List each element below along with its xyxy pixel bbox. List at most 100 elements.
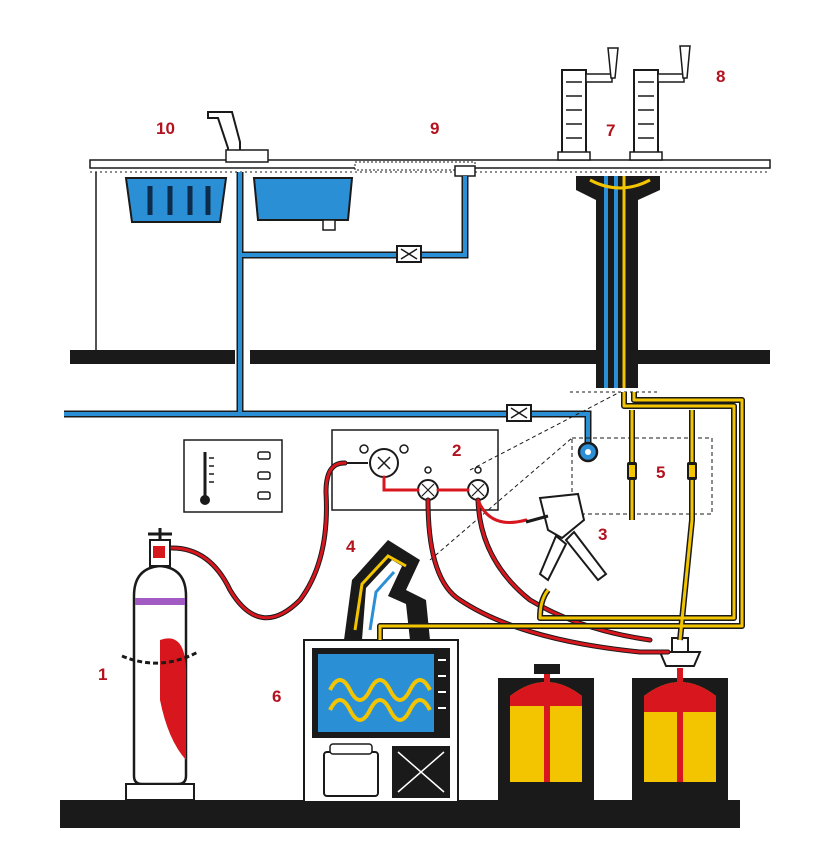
coupler-body — [538, 492, 586, 540]
co2-keg-line2 — [476, 498, 652, 642]
coupling-center — [585, 449, 591, 455]
keg-neck — [534, 664, 560, 674]
co2-cylinder — [121, 528, 199, 801]
water-pipe — [64, 172, 590, 446]
cylinder-band — [135, 598, 185, 605]
beer-tower-right — [629, 45, 691, 161]
cooler-box — [571, 437, 713, 515]
cooler-unit — [303, 639, 459, 803]
cylinder-chain — [121, 650, 199, 665]
label-10: 10 — [156, 119, 175, 138]
cooling-coil-lower — [328, 698, 432, 722]
regulator-panel — [331, 429, 499, 511]
python-column — [570, 176, 660, 393]
regulator-marks — [421, 483, 485, 497]
co2-coupler-line — [476, 498, 528, 524]
thermometer-ticks — [209, 457, 214, 483]
tower-rings — [566, 81, 582, 139]
shelf-right — [250, 350, 770, 364]
keg-spear — [544, 670, 550, 782]
label-8: 8 — [716, 67, 725, 86]
coupler-lever — [564, 530, 608, 582]
beer-loop-inner — [538, 392, 736, 620]
fan-cross-icon — [397, 751, 445, 793]
tap-handle — [679, 45, 691, 79]
tap-spout — [657, 73, 685, 83]
cylinder-handwheel — [148, 528, 172, 540]
drip-tray-outlet — [454, 165, 476, 177]
manifold-body — [344, 540, 430, 640]
label-6: 6 — [272, 687, 281, 706]
water-lines-fill — [64, 172, 590, 446]
cooler-vent-marks — [438, 659, 446, 709]
faucet-base — [225, 149, 269, 163]
tower-base — [629, 151, 663, 161]
tap-handle — [607, 47, 619, 79]
valve-cross-icon — [510, 407, 528, 419]
keg-right — [632, 637, 728, 802]
compressor — [323, 751, 379, 797]
beer-line-fittings — [627, 462, 697, 480]
cooling-coil-upper — [328, 678, 432, 702]
cylinder-highlight — [160, 638, 187, 760]
gauge-needle-icon — [377, 456, 391, 470]
beer-loop-outer — [378, 392, 744, 640]
shelf-left — [70, 350, 235, 364]
thermostat-panel — [183, 439, 283, 513]
leader-lines — [429, 391, 621, 561]
python-top-loop — [589, 178, 651, 190]
beer-tower-left — [557, 47, 619, 161]
coupler-gas-inlet — [525, 514, 549, 524]
manifold-water-line — [368, 570, 396, 631]
cylinder-valve-red — [153, 546, 165, 558]
label-9: 9 — [430, 119, 439, 138]
panel-indicator — [257, 451, 271, 460]
coupler-handle — [538, 534, 568, 582]
floor — [60, 800, 740, 828]
co2-main-line — [170, 461, 347, 620]
cylinder-foot — [125, 783, 195, 801]
label-4: 4 — [346, 537, 356, 556]
keg-left — [498, 664, 594, 802]
cooler-water-bath — [318, 654, 434, 732]
thermometer-bulb — [200, 495, 210, 505]
water-valves — [396, 245, 599, 463]
co2-lines — [170, 461, 670, 654]
label-2: 2 — [452, 441, 461, 460]
co2-keg-line — [426, 498, 670, 654]
cooler-manifold — [344, 540, 430, 640]
python-water-lines — [604, 176, 618, 388]
sink-basin-right — [252, 177, 354, 221]
label-3: 3 — [598, 525, 607, 544]
sink-drain — [322, 219, 336, 231]
panel-indicator — [257, 471, 271, 480]
gauge-knob — [399, 444, 409, 454]
sink-basins — [124, 111, 476, 231]
glass-rinser-brushes — [147, 186, 211, 215]
callout-labels: 1 2 3 4 5 6 7 8 9 10 — [98, 67, 725, 706]
valve-cross-icon — [400, 248, 418, 260]
label-5: 5 — [656, 463, 665, 482]
counter-structure — [60, 159, 771, 828]
co2-distribution-line — [382, 475, 420, 492]
tap-spout — [585, 73, 613, 83]
beer-right-drop — [678, 410, 694, 641]
cooler-housing-outline — [429, 391, 713, 561]
panel-indicator — [257, 491, 271, 500]
fitting-core — [689, 465, 695, 477]
tower-base — [557, 151, 591, 161]
gauge-knob — [359, 444, 369, 454]
label-1: 1 — [98, 665, 107, 684]
keg-spear — [677, 668, 683, 782]
keg-coupler-3 — [525, 492, 608, 582]
label-7: 7 — [606, 121, 615, 140]
tower-body — [633, 69, 659, 157]
manifold-beer-line — [353, 554, 407, 631]
tower-body — [561, 69, 587, 157]
fitting-core — [629, 465, 635, 477]
sink-basin-left — [124, 177, 228, 223]
regulator-knob — [474, 466, 482, 474]
coupler-head — [671, 637, 689, 653]
tower-rings — [638, 81, 654, 139]
